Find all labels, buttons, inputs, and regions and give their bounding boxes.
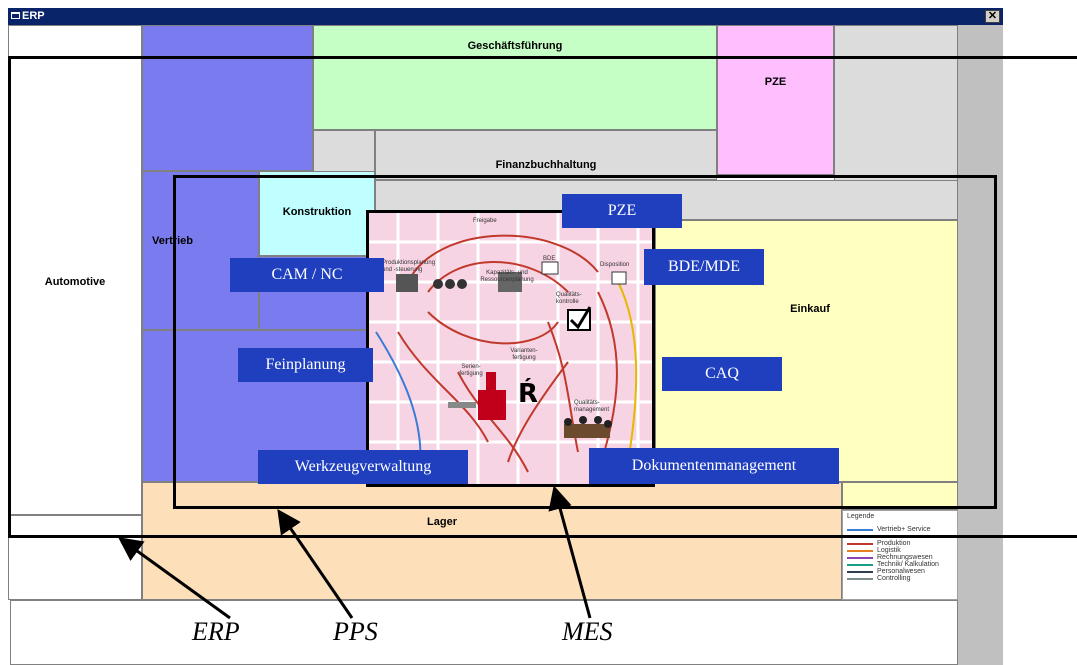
machine-icon xyxy=(498,272,522,292)
legend-item: Logistik xyxy=(847,547,953,554)
mes-label-bde: BDE xyxy=(543,256,556,262)
lager-label: Lager xyxy=(427,516,457,528)
mes-label-variantenfertigung: Varianten-fertigung xyxy=(510,348,538,361)
werkzeugverwaltung-label: Werkzeugverwaltung xyxy=(258,450,468,484)
legend-item: Controlling xyxy=(847,575,953,582)
konstruktion-label: Konstruktion xyxy=(282,206,352,218)
close-button[interactable]: ✕ xyxy=(985,10,1000,23)
flow-arrows xyxy=(397,234,618,473)
cam-nc-label: CAM / NC xyxy=(230,258,384,292)
bde-terminal-icon xyxy=(541,261,559,275)
mes-caption: MES xyxy=(562,617,613,646)
legend-item: Produktion xyxy=(847,540,953,547)
pps-frame xyxy=(173,175,997,509)
legend-item-label: Technik/ Kalkulation xyxy=(877,561,939,568)
finanzbuchhaltung-cell xyxy=(375,130,717,180)
blue-top-cell xyxy=(142,25,313,171)
worker-icon xyxy=(457,279,467,289)
robot-icon: Ŕ xyxy=(518,377,538,409)
legend-title: Legende xyxy=(847,513,875,520)
feinplanung-label: Feinplanung xyxy=(238,348,373,382)
erp-caption: ERP xyxy=(192,617,240,646)
legend-item-label: Controlling xyxy=(877,575,911,582)
mes-label-serienfertigung: Serien-fertigung xyxy=(459,364,483,377)
legend-item-label: Rechnungswesen xyxy=(877,554,933,561)
mes-figure: Ŕ Freigabe Produktionsplanung und -steue… xyxy=(368,212,655,485)
dokumentenmanagement-label: Dokumentenmanagement xyxy=(589,448,839,484)
vertrieb-cell xyxy=(142,171,259,330)
mes-label-kapazitaet: Kapazitäts- und Ressourcenplanung xyxy=(480,270,534,283)
geschaeftsfuehrung-cell xyxy=(313,25,717,130)
window-icon xyxy=(11,12,20,19)
legend-swatch xyxy=(847,549,873,552)
computer-icon xyxy=(611,271,627,285)
legend-item-label: Personalwesen xyxy=(877,568,925,575)
legend-item: Technik/ Kalkulation xyxy=(847,561,953,568)
worker-icon xyxy=(433,279,443,289)
bde-mde-label: BDE/MDE xyxy=(644,249,764,285)
legend-item: Personalwesen xyxy=(847,568,953,575)
pps-arrow xyxy=(277,509,354,619)
yellow-small-cell xyxy=(842,482,958,510)
pps-caption: PPS xyxy=(333,617,378,646)
pze-top-cell xyxy=(717,25,834,175)
erp-arrow xyxy=(118,537,231,620)
erp-frame xyxy=(8,56,1077,538)
bottom-white-panel xyxy=(10,600,958,665)
mes-label-disposition: Disposition xyxy=(600,262,630,268)
automotive-cell xyxy=(8,25,142,515)
legend-item-label: Produktion xyxy=(877,540,911,547)
legend-swatch xyxy=(847,570,873,573)
press-machine-icon xyxy=(478,390,506,420)
yellow-flow-line xyxy=(617,281,638,463)
worker-icon xyxy=(445,279,455,289)
mes-label-auftragsplanung: Produktionsplanung und -steuerung xyxy=(382,260,436,273)
einkauf-label: Einkauf xyxy=(790,303,830,315)
legend-swatch xyxy=(847,577,873,580)
machine-icon xyxy=(396,274,418,292)
mes-arrow xyxy=(548,485,592,619)
geschaeftsfuehrung-label: Geschäftsführung xyxy=(467,40,563,52)
legend-box: Legende Vertrieb+ Service Produktion Log… xyxy=(842,510,958,600)
window-title: ERP xyxy=(22,10,45,22)
pze-label: PZE xyxy=(562,194,682,228)
legend-item: Vertrieb+ Service xyxy=(847,526,953,533)
mes-label-qualitaetskontrolle: Qualitäts-kontrolle xyxy=(556,292,582,305)
caq-label: CAQ xyxy=(662,357,782,391)
legend-swatch xyxy=(847,528,873,531)
automotive-label: Automotive xyxy=(44,276,106,288)
legend-swatch xyxy=(847,556,873,559)
konstruktion-cell xyxy=(259,171,375,256)
legend-item: Rechnungswesen xyxy=(847,554,953,561)
meeting-table-icon xyxy=(564,424,610,438)
pze-top-label: PZE xyxy=(764,76,787,88)
title-bar xyxy=(8,8,1003,25)
mes-label-qualitaetsmanagement: Qualitäts-management xyxy=(574,400,610,413)
finanzbuchhaltung-label: Finanzbuchhaltung xyxy=(495,159,597,171)
legend-swatch xyxy=(847,542,873,545)
vertrieb-label: Vertrieb xyxy=(152,235,193,247)
mes-label-freigabe: Freigabe xyxy=(473,218,497,224)
legend-swatch xyxy=(847,563,873,566)
legend-item-label: Logistik xyxy=(877,547,901,554)
lager-cell xyxy=(142,482,842,600)
mes-figure-graphic: Ŕ xyxy=(368,212,655,485)
legend-item-label: Vertrieb+ Service xyxy=(877,526,931,533)
